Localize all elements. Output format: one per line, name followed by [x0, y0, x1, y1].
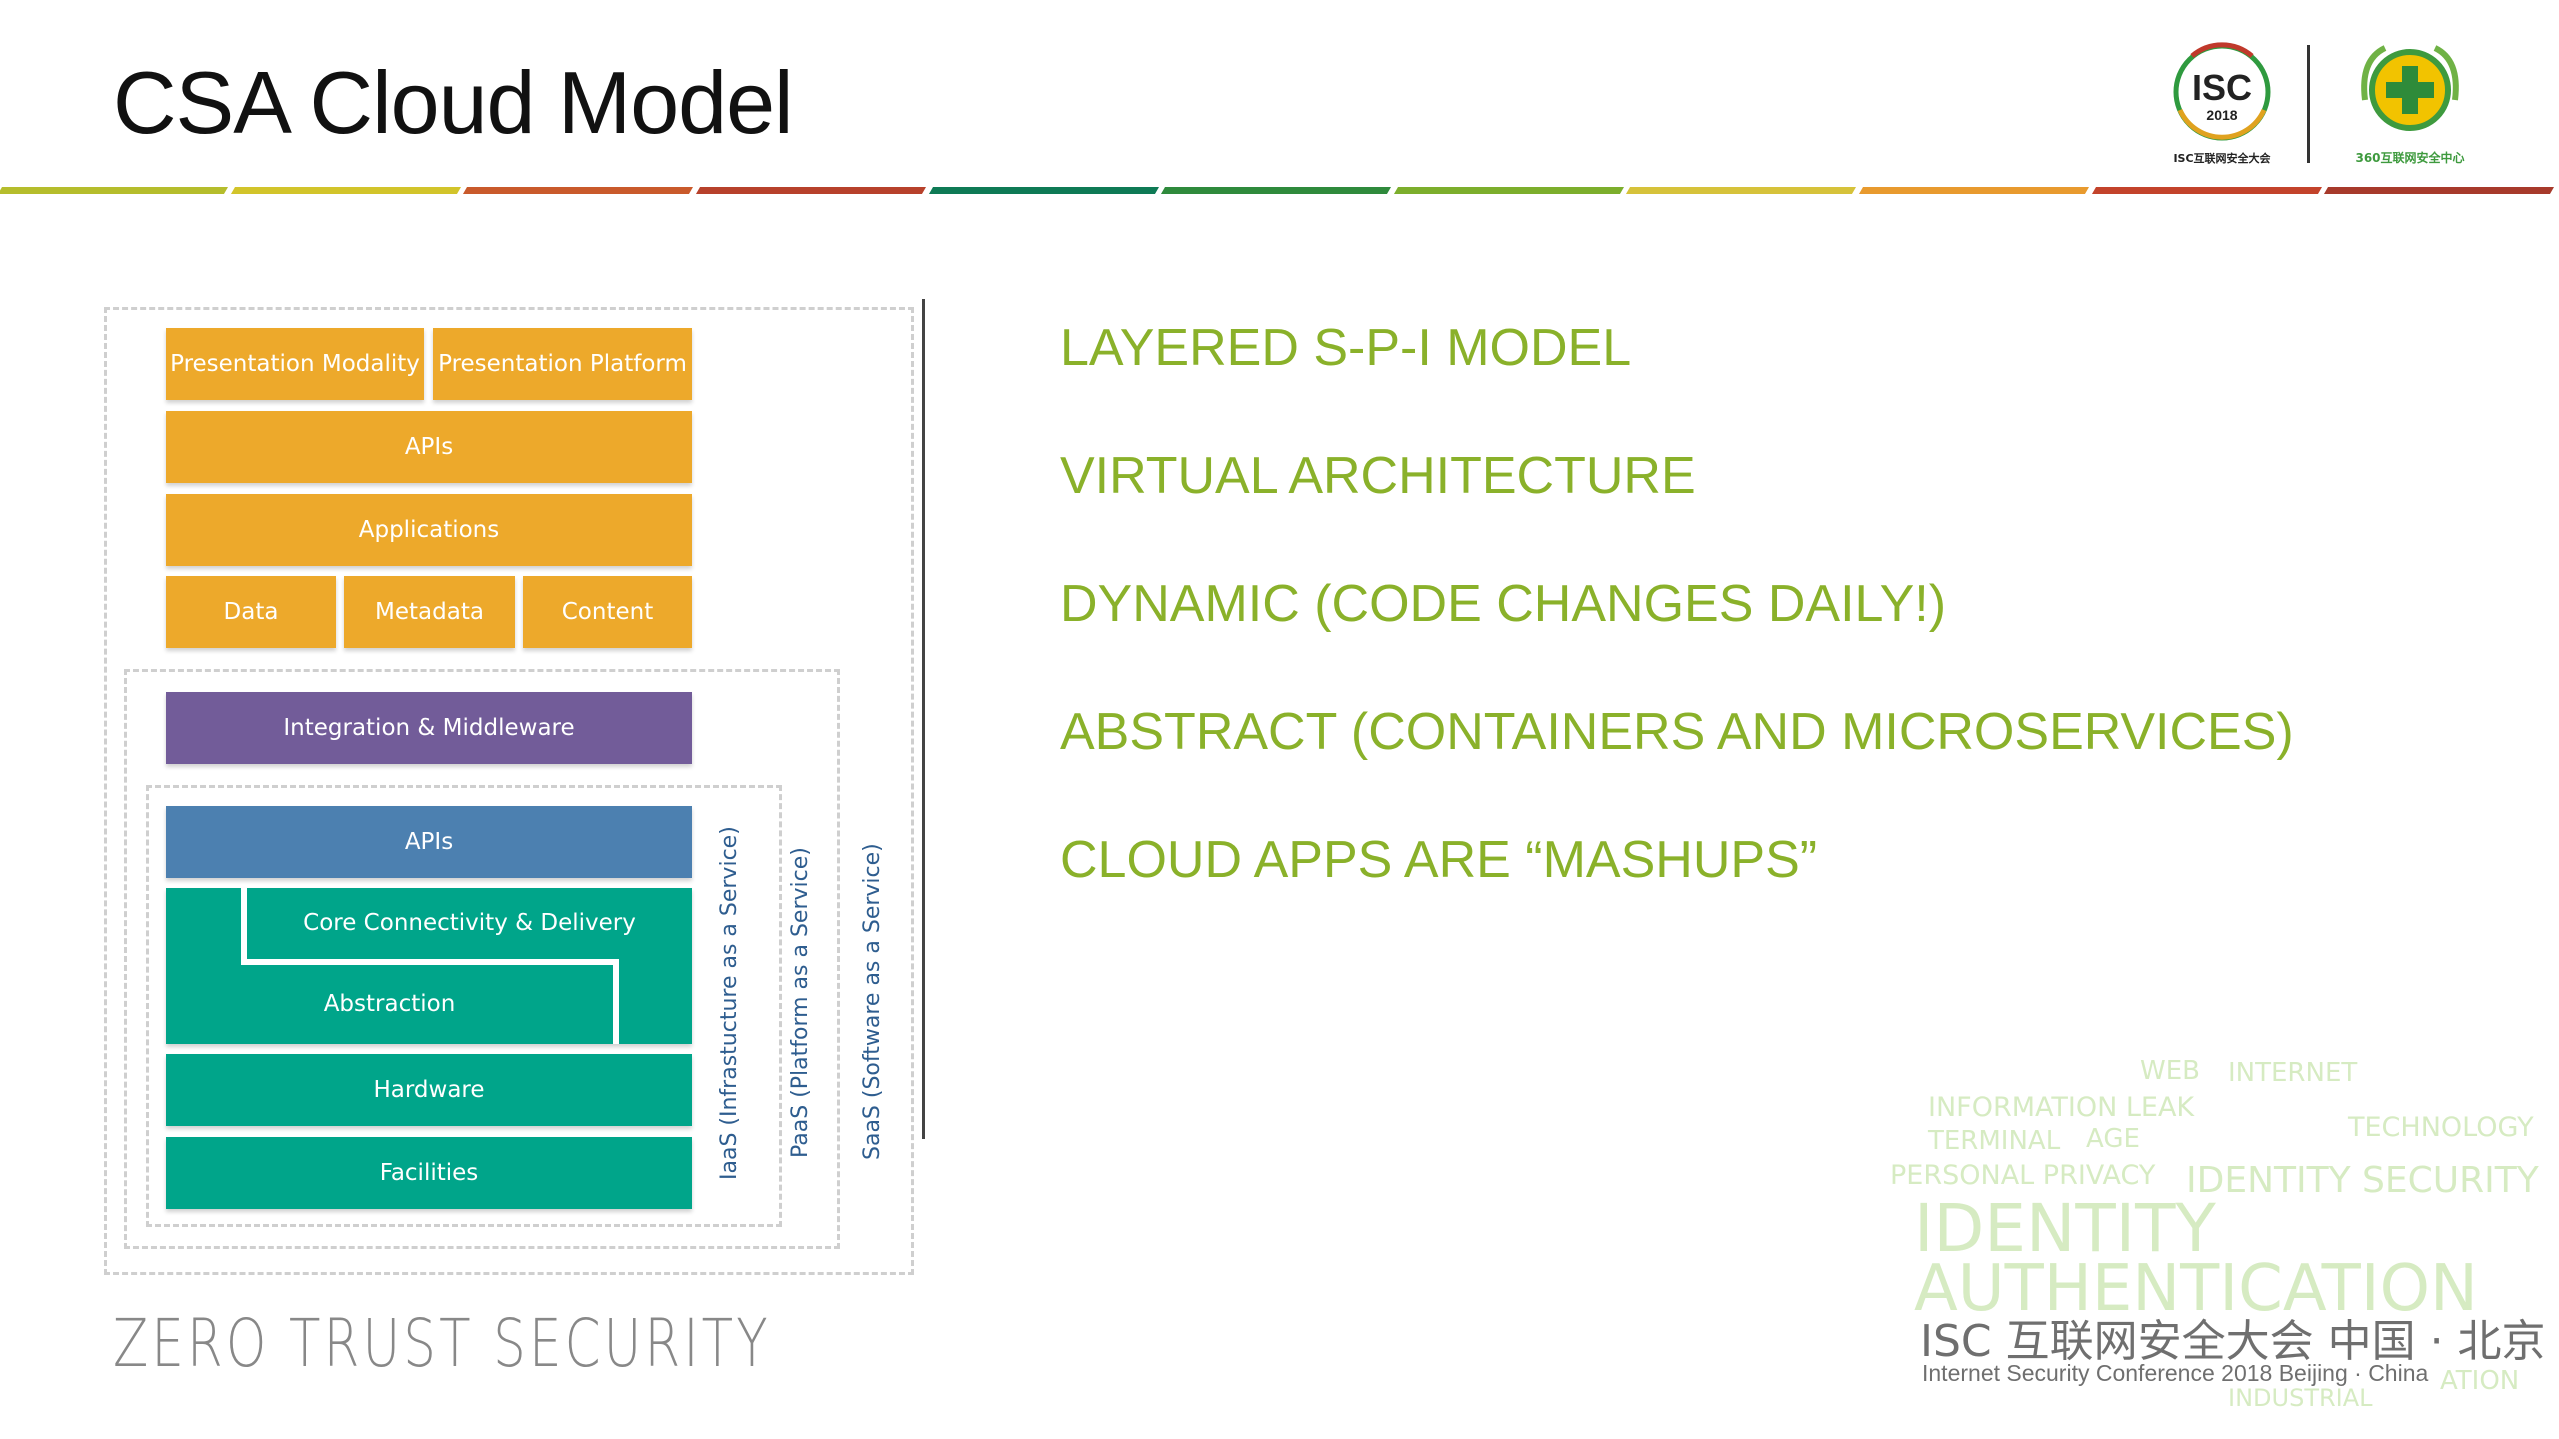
rule-segment: [2324, 187, 2555, 194]
applications-block: Applications: [166, 494, 692, 566]
cloud-word: PERSONAL PRIVACY: [1890, 1160, 2156, 1191]
presentation-platform-block: Presentation Platform: [433, 328, 692, 400]
saas-boundary: [104, 307, 914, 1275]
apis-top-block: APIs: [166, 411, 692, 483]
rule-segment: [230, 187, 461, 194]
isc-logo: ISC 2018 ISC互联网安全大会: [2162, 40, 2282, 170]
hardware-block: Hardware: [166, 1054, 692, 1126]
bullet-item: VIRTUAL ARCHITECTURE: [1060, 447, 1696, 505]
bullet-item: CLOUD APPS ARE “MASHUPS”: [1060, 831, 1818, 889]
data-block: Data: [166, 576, 336, 648]
rule-segment: [1859, 187, 2089, 194]
integration-middleware-block: Integration & Middleware: [166, 692, 692, 764]
cloud-word: INDUSTRIAL: [2228, 1384, 2373, 1412]
apis-infra-block: APIs: [166, 806, 692, 878]
cloud-word: INFORMATION LEAK: [1928, 1092, 2195, 1123]
bullet-item: LAYERED S-P-I MODEL: [1060, 319, 1632, 377]
cloud-word: AUTHENTICATION: [1914, 1252, 2478, 1326]
isc-logo-text: ISC: [2192, 67, 2252, 108]
paas-boundary: [124, 669, 840, 1249]
logo-area: ISC 2018 ISC互联网安全大会 360互联网安全中心: [2150, 40, 2480, 170]
content-block: Content: [523, 576, 692, 648]
metadata-block: Metadata: [344, 576, 515, 648]
core-connectivity-label: Core Connectivity & Delivery: [303, 910, 636, 937]
abstraction-label: Abstraction: [323, 991, 456, 1018]
rule-segment: [463, 187, 693, 194]
csa-cloud-model-diagram: Presentation Modality Presentation Platf…: [100, 295, 930, 1275]
rule-segment: [0, 187, 228, 194]
paas-label: PaaS (Platform as a Service): [788, 847, 813, 1158]
interlock-gap-left: [241, 888, 247, 962]
360-logo: 360互联网安全中心: [2340, 40, 2480, 170]
iaas-label: IaaS (Infrastucture as a Service): [717, 826, 742, 1180]
saas-label: SaaS (Software as a Service): [860, 843, 885, 1160]
rule-segment: [928, 187, 1159, 194]
logo-divider: [2307, 45, 2310, 163]
key-points-list: LAYERED S-P-I MODEL VIRTUAL ARCHITECTURE…: [1060, 318, 2294, 958]
footer-zero-trust: ZERO TRUST SECURITY: [113, 1305, 771, 1382]
interlock-gap-right: [613, 959, 619, 1044]
header-divider-rule: [0, 187, 2559, 194]
interlock-gap-middle: [241, 959, 617, 965]
core-abstraction-region: [166, 888, 692, 1044]
iaas-boundary: [146, 785, 782, 1227]
360-logo-caption: 360互联网安全中心: [2355, 150, 2464, 165]
cloud-word: IDENTITY: [1914, 1190, 2216, 1267]
rule-segment: [695, 187, 926, 194]
bullet-item: ABSTRACT (CONTAINERS AND MICROSERVICES): [1060, 703, 2294, 761]
conference-name-cn: ISC 互联网安全大会 中国 · 北京: [1920, 1316, 2546, 1367]
presentation-modality-block: Presentation Modality: [166, 328, 424, 400]
rule-segment: [1161, 187, 1391, 194]
cloud-word: WEB: [2140, 1056, 2200, 1086]
rule-segment: [1393, 187, 1624, 194]
isc-logo-year: 2018: [2206, 107, 2237, 123]
isc-logo-caption: ISC互联网安全大会: [2173, 151, 2271, 165]
cloud-word: TECHNOLOGY: [2348, 1112, 2534, 1143]
cloud-word: AGE: [2086, 1124, 2140, 1154]
facilities-block: Facilities: [166, 1137, 692, 1209]
conference-name-en: Internet Security Conference 2018 Beijin…: [1922, 1360, 2429, 1386]
cloud-word: INTERNET: [2228, 1058, 2358, 1088]
bullet-item: DYNAMIC (CODE CHANGES DAILY!): [1060, 575, 1947, 633]
rule-segment: [1626, 187, 1857, 194]
rule-segment: [2091, 187, 2322, 194]
diagram-vertical-line: [922, 299, 925, 1139]
cloud-word: TERMINAL: [1928, 1126, 2061, 1156]
cloud-word: ATION: [2440, 1366, 2520, 1396]
slide-title: CSA Cloud Model: [113, 53, 794, 152]
cloud-word: IDENTITY SECURITY: [2186, 1160, 2539, 1201]
